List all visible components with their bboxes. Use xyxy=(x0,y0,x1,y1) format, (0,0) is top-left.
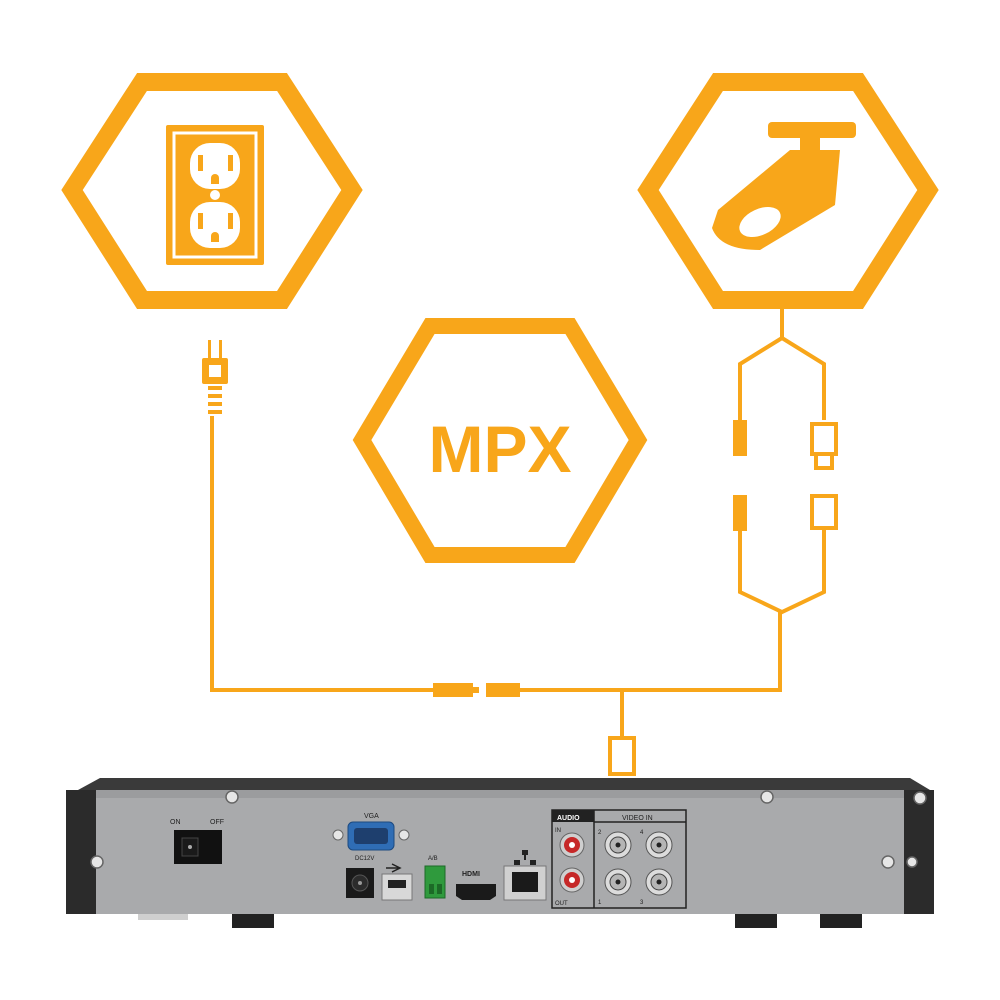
bnc-connector xyxy=(608,736,636,776)
video-in-label: VIDEO IN xyxy=(622,815,653,822)
ethernet-port[interactable] xyxy=(503,865,547,901)
power-switch[interactable] xyxy=(174,830,222,864)
audio-out-port[interactable] xyxy=(559,867,585,893)
video-in-port-3[interactable] xyxy=(645,868,673,896)
audio-out-label: OUT xyxy=(555,901,568,907)
dc-power-port[interactable] xyxy=(346,868,374,898)
power-outlet-hexagon xyxy=(61,73,363,309)
dc12v-label: DC12V xyxy=(355,856,374,862)
video-in-port-4[interactable] xyxy=(645,831,673,859)
video-in-port-2[interactable] xyxy=(604,831,632,859)
hdmi-label: HDMI xyxy=(462,871,480,878)
usb-port[interactable] xyxy=(381,873,413,901)
channel-1-label: 1 xyxy=(598,900,602,906)
channel-3-label: 3 xyxy=(640,900,644,906)
ab-label: A/B xyxy=(428,856,438,862)
channel-2-label: 2 xyxy=(598,830,602,836)
usb-icon xyxy=(386,863,402,873)
dc-power-connector xyxy=(433,683,520,697)
switch-on-label: ON xyxy=(170,819,181,826)
dvr-recorder: ON OFF VGA DC12V A/ xyxy=(66,778,934,928)
network-icon xyxy=(514,850,536,865)
hdmi-port[interactable] xyxy=(456,884,496,900)
mpx-logo: MPX xyxy=(352,318,648,563)
channel-4-label: 4 xyxy=(640,830,644,836)
video-in-port-1[interactable] xyxy=(604,868,632,896)
mpx-title: MPX xyxy=(428,412,571,486)
rs485-port[interactable] xyxy=(424,865,446,899)
camera-video-connector xyxy=(810,422,838,530)
power-cable xyxy=(210,416,782,738)
switch-off-label: OFF xyxy=(210,819,224,826)
security-camera-icon xyxy=(712,122,856,250)
power-outlet-icon xyxy=(166,125,264,265)
vga-port[interactable] xyxy=(332,821,410,851)
camera-cable xyxy=(738,308,826,615)
power-plug-icon xyxy=(202,340,228,414)
audio-in-port[interactable] xyxy=(559,832,585,858)
camera-power-connector xyxy=(733,420,747,531)
audio-video-panel xyxy=(551,809,687,909)
audio-in-label: IN xyxy=(555,828,561,834)
screw-icon xyxy=(90,790,927,869)
vga-label: VGA xyxy=(364,813,379,820)
camera-hexagon xyxy=(637,73,939,309)
audio-label: AUDIO xyxy=(557,815,580,822)
